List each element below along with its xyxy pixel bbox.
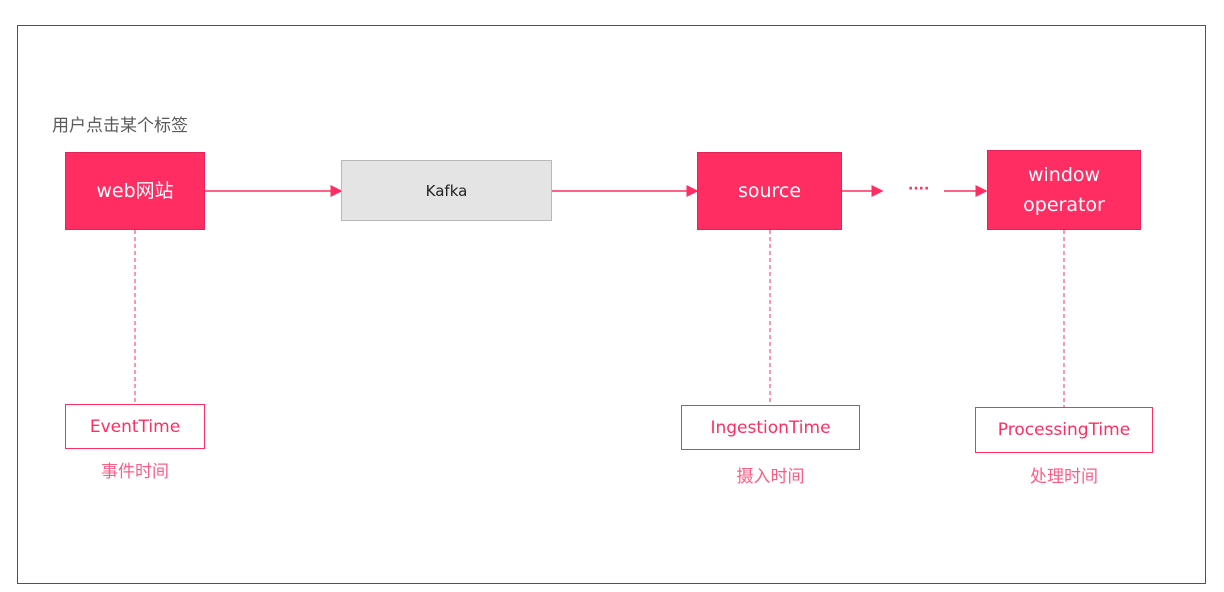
diagram-frame	[17, 25, 1206, 584]
processing-time-box: ProcessingTime	[975, 407, 1153, 453]
source-node: source	[697, 152, 842, 230]
web-site-node: web网站	[65, 152, 205, 230]
kafka-node: Kafka	[341, 160, 552, 221]
ingestion-time-box: IngestionTime	[681, 405, 860, 450]
ellipsis: ····	[908, 181, 929, 197]
event-time-box: EventTime	[65, 404, 205, 449]
window-operator-line1: window	[1027, 164, 1101, 186]
event-time-zh: 事件时间	[101, 462, 169, 482]
ingestion-time-zh: 摄入时间	[736, 467, 805, 487]
window-operator-line2: operator	[1023, 194, 1105, 216]
processing-time-zh: 处理时间	[1030, 467, 1098, 487]
window-operator-node: window operator	[987, 150, 1141, 230]
user-click-caption: 用户点击某个标签	[52, 116, 188, 136]
